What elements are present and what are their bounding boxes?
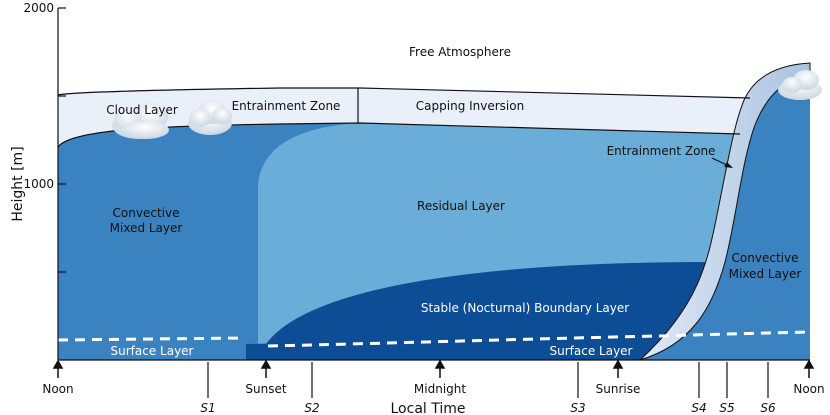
label-cloud-layer: Cloud Layer [106, 103, 178, 117]
label-surface-layer-right: Surface Layer [550, 344, 633, 358]
label-capping-inversion: Capping Inversion [416, 99, 524, 113]
label-surface-layer-left: Surface Layer [111, 344, 194, 358]
x-label-sunset: Sunset [245, 382, 286, 396]
label-convective-right-1: Convective [732, 251, 799, 265]
y-tick-label-2000: 2000 [23, 1, 54, 15]
band-top-outline [57, 87, 751, 99]
label-entrainment-zone-right: Entrainment Zone [607, 144, 716, 158]
cloud-mid [188, 100, 232, 135]
label-convective-right-2: Mixed Layer [729, 267, 802, 281]
label-entrainment-zone-top: Entrainment Zone [232, 99, 341, 113]
station-s2: S2 [304, 401, 319, 415]
label-free-atmosphere: Free Atmosphere [409, 45, 511, 59]
y-axis-title: Height [m] [10, 146, 26, 221]
label-stable-boundary-layer: Stable (Nocturnal) Boundary Layer [421, 301, 629, 315]
station-s6: S6 [760, 401, 776, 415]
station-s5: S5 [719, 401, 734, 415]
x-label-noon-right: Noon [793, 382, 824, 396]
y-tick-label-1000: 1000 [23, 177, 54, 191]
x-axis-title: Local Time [391, 401, 466, 415]
x-label-midnight: Midnight [414, 382, 466, 396]
station-s4: S4 [691, 401, 706, 415]
convective-mixed-layer-right [640, 75, 810, 360]
station-s3: S3 [570, 401, 585, 415]
stable-boundary-layer [258, 262, 712, 360]
cloud-left [112, 103, 169, 139]
entrainment-band-top [58, 88, 750, 147]
label-residual-layer: Residual Layer [417, 199, 505, 213]
station-ticks [207, 362, 769, 398]
station-s1: S1 [200, 401, 215, 415]
cloud-right [778, 70, 822, 100]
surface-layer-strip [246, 336, 660, 360]
x-label-noon-left: Noon [42, 382, 73, 396]
label-convective-left-1: Convective [113, 206, 180, 220]
surface-layer-dashed-right [267, 330, 811, 348]
x-label-sunrise: Sunrise [596, 382, 641, 396]
x-arrows [52, 359, 815, 378]
surface-layer-dashed-left [57, 336, 246, 342]
label-convective-left-2: Mixed Layer [110, 221, 183, 235]
entrainment-pointer-head [724, 162, 733, 168]
